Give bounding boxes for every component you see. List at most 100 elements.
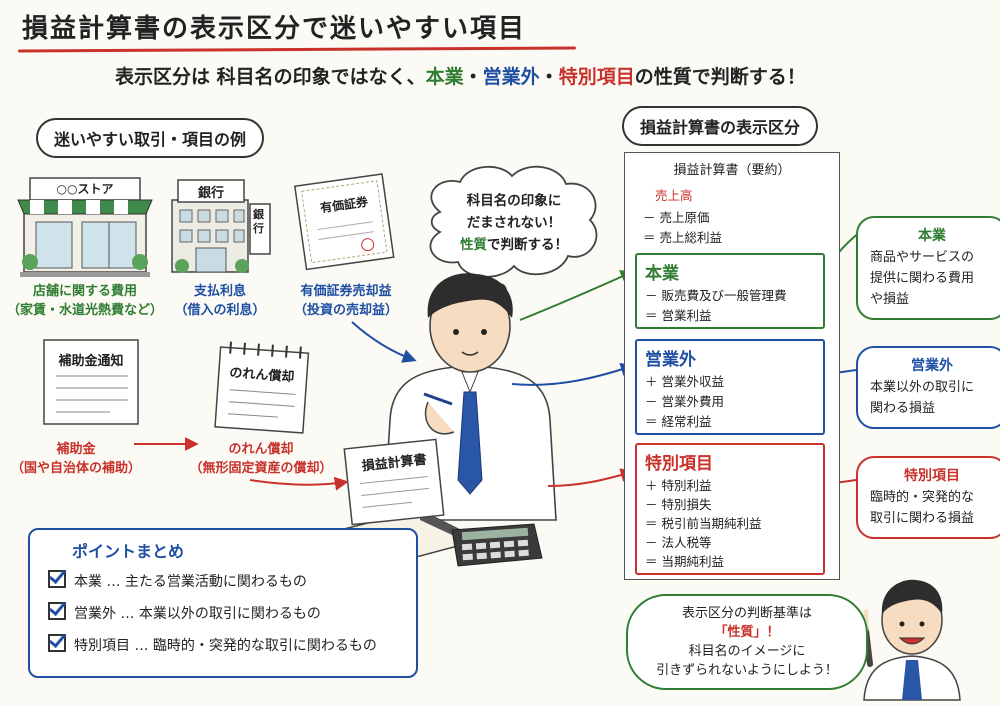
goodwill-caption-line1: のれん償却 (228, 442, 294, 457)
line-text: 当期純利益 (661, 554, 725, 569)
line-sign: － (645, 535, 658, 550)
subtitle-sep1: ・ (463, 66, 483, 88)
line-sign: ＋ (645, 374, 658, 389)
note-line: 臨時的・突発的な (870, 490, 975, 505)
statement-line: ＝ 当期純利益 (645, 551, 724, 570)
arrow-securities-to-man (351, 321, 417, 363)
line-text: 特別利益 (661, 478, 712, 493)
statement-line: ＝ 経常利益 (645, 411, 712, 430)
statement-line: － 営業外費用 (645, 391, 724, 410)
line-sign: ＝ (645, 308, 658, 323)
arrow-to-honngyo (519, 270, 635, 321)
store-caption-line2: （家賃・水道光熱費など） (6, 303, 163, 318)
bubble-line3: 科目名のイメージに (688, 644, 806, 659)
points-row-name: 特別項目 (74, 638, 130, 654)
securities-certificate (293, 173, 395, 271)
note-honngyo-title: 本業 (918, 228, 946, 244)
checkbox-icon (48, 602, 66, 620)
note-tokubetsu: 特別項目 臨時的・突発的な 取引に関わる損益 (856, 456, 1000, 539)
line-text: 税引前当期純利益 (661, 516, 762, 531)
bank-caption-line2: （借入の利息） (174, 303, 266, 318)
arrow-goodwill-to-paper (249, 476, 349, 491)
statement-line: ＝ 税引前当期純利益 (645, 513, 762, 532)
bank-sign: 銀行 (197, 186, 224, 201)
subsidy-caption: 補助金 （国や自治体の補助） (6, 440, 146, 478)
bottom-speech-bubble: 表示区分の判断基準は 「性質」！ 科目名のイメージに 引きずられないようにしよう… (626, 594, 868, 690)
subtitle-eigyogai: 営業外 (482, 66, 540, 88)
section-tokubetsu: 特別項目 ＋ 特別利益 － 特別損失 ＝ 税引前当期純利益 － 法人税等 ＝ 当… (635, 443, 825, 575)
bank-illustration (171, 179, 271, 273)
points-row-tokubetsu: 特別項目 … 臨時的・突発的な取引に関わるもの (48, 634, 377, 655)
line-text: 売上総利益 (659, 230, 723, 245)
subtitle-pre: 表示区分は 科目名の印象ではなく、 (115, 66, 426, 88)
small-person-illustration (863, 579, 961, 701)
line-sign: － (643, 210, 656, 225)
bank-side-sign: 銀行 (253, 208, 264, 235)
statement-title: 損益計算書（要約） (673, 163, 791, 178)
thought-line1: 科目名の印象に (466, 193, 562, 209)
note-eigyogai: 営業外 本業以外の取引に 関わる損益 (856, 346, 1000, 429)
securities-caption: 有価証券売却益 （投資の売却益） (286, 282, 406, 320)
note-line: 商品やサービスの (870, 250, 975, 265)
line-text: 営業利益 (661, 308, 712, 323)
subsidy-caption-line2: （国や自治体の補助） (10, 461, 141, 476)
statement-line: ＋ 特別利益 (645, 475, 712, 494)
bubble-line4: 引きずられないようにしよう！ (656, 663, 838, 678)
store-illustration (17, 177, 153, 277)
points-row-honngyo: 本業 … 主たる営業活動に関わるもの (48, 570, 307, 591)
line-text: 販売費及び一般管理費 (661, 288, 787, 303)
points-row-eigyogai: 営業外 … 本業以外の取引に関わるもの (48, 602, 321, 623)
note-line: 提供に関わる費用 (870, 271, 975, 286)
statement-line: － 特別損失 (645, 494, 712, 513)
bubble-line1: 表示区分の判断基準は (681, 606, 812, 621)
line-sign: － (645, 497, 658, 512)
statement-line-sales: 売上高 (655, 185, 693, 204)
subsidy-doc-title: 補助金通知 (58, 354, 124, 369)
subtitle-post: の性質で判断する！ (634, 66, 806, 88)
store-caption: 店舗に関する費用 （家賃・水道光熱費など） (0, 282, 170, 320)
points-row-desc: … 臨時的・突発的な取引に関わるもの (134, 638, 377, 654)
checkbox-icon (48, 570, 66, 588)
note-line: 関わる損益 (870, 401, 936, 416)
points-row-desc: … 本業以外の取引に関わるもの (120, 606, 321, 622)
line-sign: ＝ (645, 414, 658, 429)
note-line: や損益 (870, 292, 910, 307)
statement-line: － 販売費及び一般管理費 (645, 285, 787, 304)
bank-caption-line1: 支払利息 (193, 284, 246, 299)
line-text: 売上高 (655, 188, 693, 203)
arrow-to-eigyogai (511, 362, 635, 386)
securities-caption-line2: （投資の売却益） (293, 303, 398, 318)
line-sign: ＝ (645, 554, 658, 569)
statement-line-gross-profit: ＝ 売上総利益 (643, 227, 722, 246)
statement-line: ＋ 営業外収益 (645, 371, 724, 390)
bubble-line2: 「性質」！ (714, 625, 780, 640)
statement-line: － 法人税等 (645, 532, 712, 551)
line-sign: － (645, 288, 658, 303)
points-heading: ポイントまとめ (72, 542, 185, 561)
arrow-to-tokubetsu (547, 468, 635, 487)
line-sign: ＋ (645, 478, 658, 493)
line-text: 営業外収益 (661, 374, 725, 389)
checkbox-icon (48, 634, 66, 652)
section-eigyogai-title: 営業外 (645, 350, 696, 370)
left-heading: 迷いやすい取引・項目の例 (36, 118, 265, 158)
line-sign: ＝ (645, 516, 658, 531)
section-eigyogai: 営業外 ＋ 営業外収益 － 営業外費用 ＝ 経常利益 (635, 339, 825, 435)
right-heading: 損益計算書の表示区分 (622, 106, 819, 146)
line-text: 営業外費用 (661, 394, 725, 409)
thought-line2: だまされない！ (466, 215, 562, 231)
line-text: 売上原価 (659, 210, 710, 225)
thought-line3-emphasis: 性質 (460, 237, 487, 253)
note-eigyogai-title: 営業外 (911, 358, 953, 374)
section-honngyo: 本業 － 販売費及び一般管理費 ＝ 営業利益 (635, 253, 825, 329)
store-caption-line1: 店舗に関する費用 (32, 284, 137, 299)
line-text: 法人税等 (661, 535, 712, 550)
goodwill-caption-line2: （無形固定資産の償却） (189, 461, 333, 476)
subtitle-sep2: ・ (539, 66, 559, 88)
section-honngyo-title: 本業 (645, 264, 679, 284)
page-title: 損益計算書の表示区分で迷いやすい項目 (22, 14, 527, 44)
store-sign: ○○ストア (56, 182, 114, 196)
line-sign: ＝ (643, 230, 656, 245)
subtitle-honngyo: 本業 (425, 66, 464, 88)
